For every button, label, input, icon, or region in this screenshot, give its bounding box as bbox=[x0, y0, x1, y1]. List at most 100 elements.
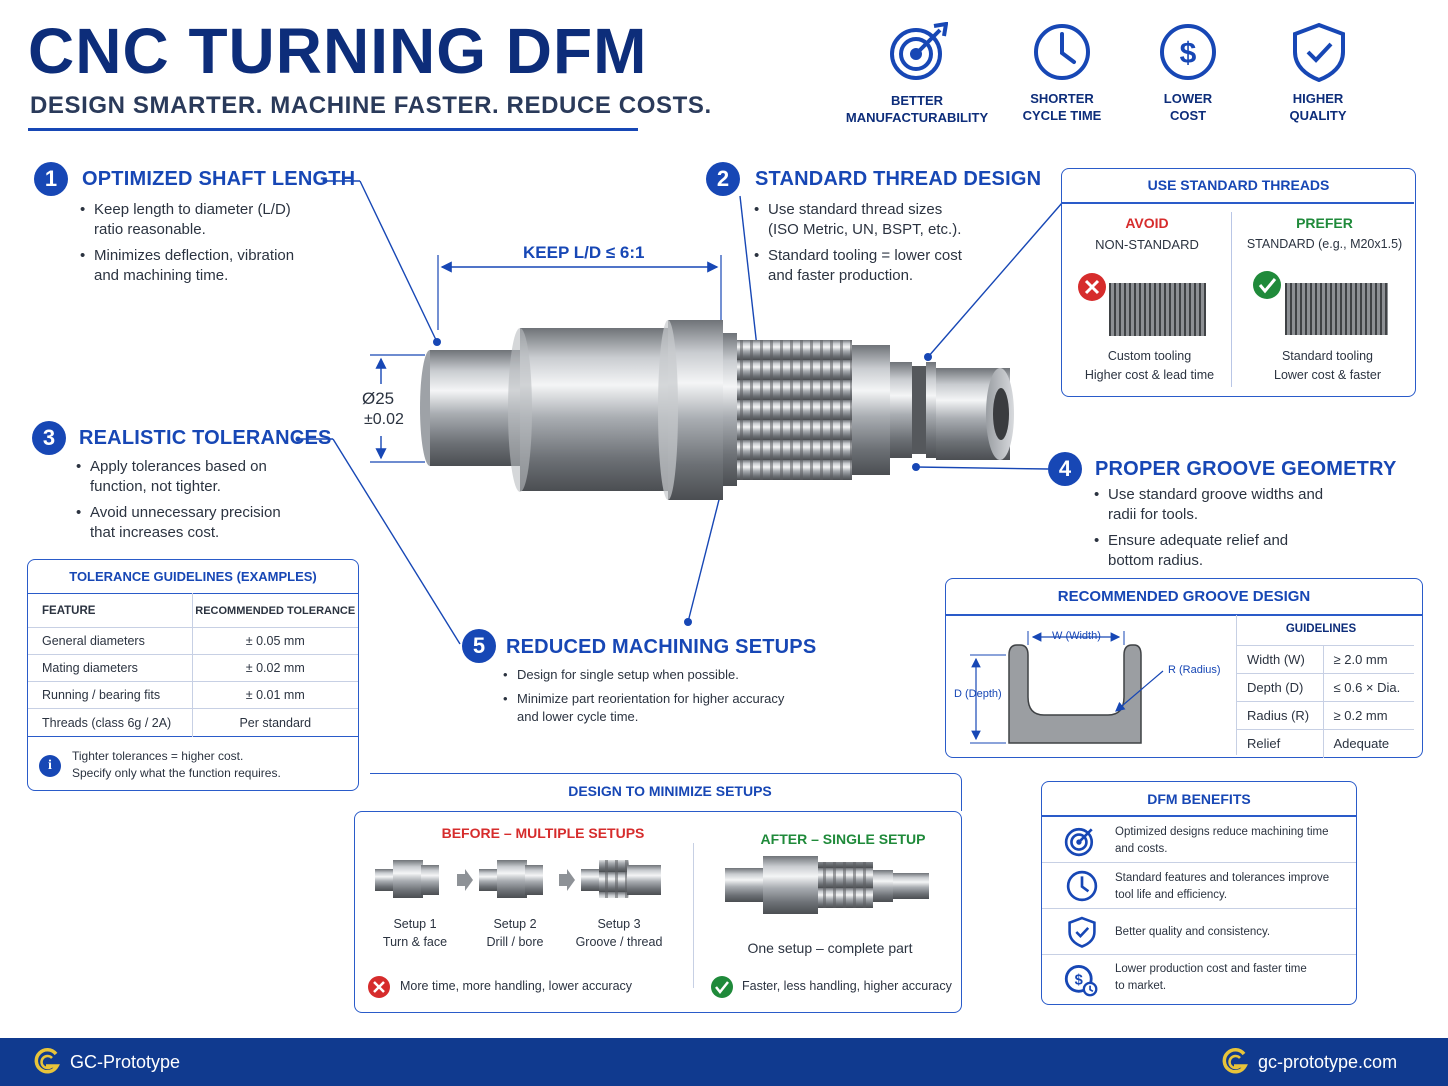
svg-text:$: $ bbox=[1075, 973, 1083, 989]
divider bbox=[946, 614, 1422, 616]
prefer-label: PREFER bbox=[1296, 215, 1353, 231]
prefer-caption-2: Lower cost & faster bbox=[1274, 368, 1381, 382]
footer-bar: GC-Prototype gc-prototype.com bbox=[0, 1038, 1448, 1086]
table-cell: ± 0.01 mm bbox=[245, 688, 305, 702]
table-cell: ± 0.02 mm bbox=[245, 661, 305, 675]
info-icon: i bbox=[39, 755, 61, 777]
bullet-text: (ISO Metric, UN, BSPT, etc.). bbox=[768, 221, 962, 238]
table-row: Threads (class 6g / 2A) Per standard bbox=[28, 708, 358, 737]
arrow-right-icon bbox=[559, 869, 575, 891]
bullet-text: Avoid unnecessary precision bbox=[90, 504, 281, 521]
avoid-label: AVOID bbox=[1125, 215, 1169, 231]
dfm-benefits-box: DFM BENEFITS Optimized designs reduce ma… bbox=[1041, 781, 1357, 1005]
benefit-line2: MANUFACTURABILITY bbox=[845, 110, 989, 125]
tolerance-note-2: Specify only what the function requires. bbox=[72, 766, 281, 780]
section-5-number: 5 bbox=[462, 629, 496, 663]
before-title: BEFORE – MULTIPLE SETUPS bbox=[441, 825, 645, 841]
table-cell: ≥ 2.0 mm bbox=[1333, 652, 1388, 667]
bullet: Standard tooling = lower cost and faster … bbox=[754, 246, 1034, 286]
bullet: Use standard groove widths and radii for … bbox=[1094, 485, 1394, 525]
table-cell: Width (W) bbox=[1237, 645, 1324, 674]
section-3-title: REALISTIC TOLERANCES bbox=[79, 427, 332, 449]
bullet-text: radii for tools. bbox=[1108, 506, 1199, 523]
avoid-sublabel: NON-STANDARD bbox=[1095, 237, 1199, 252]
table-header-tolerance: RECOMMENDED TOLERANCE bbox=[195, 604, 356, 617]
target-icon bbox=[890, 21, 949, 80]
check-icon bbox=[710, 975, 734, 999]
setup-1-name: Setup 1 bbox=[393, 917, 437, 931]
benefit-text-line2: and costs. bbox=[1115, 843, 1168, 855]
brand-logo-icon bbox=[1222, 1048, 1248, 1074]
bullet-text: Use standard groove widths and bbox=[1108, 486, 1324, 503]
section-1-number: 1 bbox=[34, 162, 68, 196]
tolerance-table: FEATURE RECOMMENDED TOLERANCE General di… bbox=[28, 593, 358, 737]
setup-2-part bbox=[479, 860, 543, 898]
bullet-text: Keep length to diameter (L/D) bbox=[94, 201, 291, 218]
benefit-line1: LOWER bbox=[1163, 91, 1213, 106]
benefit-line2: CYCLE TIME bbox=[1022, 108, 1102, 123]
table-row: Radius (R) ≥ 0.2 mm bbox=[1237, 701, 1414, 730]
check-icon bbox=[1252, 270, 1282, 300]
groove-depth-label: D (Depth) bbox=[954, 688, 1002, 700]
nonstandard-thread-image bbox=[1109, 283, 1206, 336]
setups-box: BEFORE – MULTIPLE SETUPS AFTER – SINGLE … bbox=[354, 811, 962, 1013]
table-row: Depth (D) ≤ 0.6 × Dia. bbox=[1237, 673, 1414, 702]
bullet-text: Use standard thread sizes bbox=[768, 201, 943, 218]
groove-diagram bbox=[970, 631, 1164, 744]
dollar-icon: $ bbox=[1160, 24, 1216, 80]
table-row: General diameters ± 0.05 mm bbox=[28, 627, 358, 655]
setup-1-desc: Turn & face bbox=[382, 935, 448, 949]
bullet-text: Standard tooling = lower cost bbox=[768, 247, 962, 264]
list-item: Optimized designs reduce machining time … bbox=[1042, 817, 1356, 863]
table-row: Running / bearing fits ± 0.01 mm bbox=[28, 681, 358, 709]
tolerance-guidelines-box: TOLERANCE GUIDELINES (EXAMPLES) FEATURE … bbox=[27, 559, 359, 791]
benefit-text-line1: Lower production cost and faster time bbox=[1115, 963, 1307, 975]
benefit-icon-clock bbox=[1032, 22, 1092, 82]
benefit-line2: COST bbox=[1169, 108, 1207, 123]
setup-3-desc: Groove / thread bbox=[575, 935, 663, 949]
divider bbox=[1062, 202, 1414, 204]
error-x-icon bbox=[367, 975, 391, 999]
bullet-text: function, not tighter. bbox=[90, 478, 221, 495]
table-row: Mating diameters ± 0.02 mm bbox=[28, 654, 358, 682]
standard-threads-box: USE STANDARD THREADS AVOID NON-STANDARD … bbox=[1061, 168, 1416, 397]
clock-icon bbox=[1066, 870, 1098, 902]
before-result: More time, more handling, lower accuracy bbox=[400, 979, 633, 993]
after-result: Faster, less handling, higher accuracy bbox=[742, 979, 952, 993]
guidelines-title: GUIDELINES bbox=[1285, 623, 1357, 635]
bullet-text: that increases cost. bbox=[90, 524, 220, 541]
section-4-number: 4 bbox=[1048, 452, 1082, 486]
avoid-caption-2: Higher cost & lead time bbox=[1084, 368, 1215, 382]
groove-width-label: W (Width) bbox=[1052, 630, 1101, 642]
benefit-icon-dollar: $ bbox=[1158, 22, 1218, 82]
page-subtitle: DESIGN SMARTER. MACHINE FASTER. REDUCE C… bbox=[30, 92, 712, 119]
setup-2-name: Setup 2 bbox=[493, 917, 537, 931]
benefit-manufacturability: BETTER MANUFACTURABILITY bbox=[842, 92, 992, 126]
bullet-text: and faster production. bbox=[768, 267, 914, 284]
setup-1-part bbox=[375, 860, 439, 898]
setups-title-bar bbox=[370, 773, 962, 811]
prefer-sublabel: STANDARD (e.g., M20x1.5) bbox=[1246, 237, 1403, 251]
diameter-tolerance-label: ±0.02 bbox=[364, 411, 404, 428]
standard-threads-title: USE STANDARD THREADS bbox=[1147, 177, 1330, 193]
section-5-bullets: Design for single setup when possible. M… bbox=[503, 666, 823, 732]
footer-url-link[interactable]: gc-prototype.com bbox=[1258, 1052, 1398, 1072]
benefit-icon-shield bbox=[1290, 22, 1348, 83]
diameter-label: Ø25 bbox=[362, 389, 395, 408]
table-cell: Per standard bbox=[239, 715, 312, 730]
section-3-number: 3 bbox=[32, 421, 66, 455]
setup-2-desc: Drill / bore bbox=[486, 935, 544, 949]
tolerance-guidelines-title: TOLERANCE GUIDELINES (EXAMPLES) bbox=[69, 569, 317, 584]
page-title: CNC TURNING DFM bbox=[28, 15, 648, 87]
divider bbox=[1236, 615, 1237, 755]
divider bbox=[693, 843, 694, 988]
svg-text:$: $ bbox=[1180, 37, 1197, 70]
benefit-icon-target bbox=[888, 21, 949, 82]
bullet-text: Minimize part reorientation for higher a… bbox=[517, 691, 785, 706]
setup-3-name: Setup 3 bbox=[597, 917, 641, 931]
clock-icon bbox=[1034, 24, 1090, 80]
bullet: Use standard thread sizes (ISO Metric, UN… bbox=[754, 200, 1034, 240]
